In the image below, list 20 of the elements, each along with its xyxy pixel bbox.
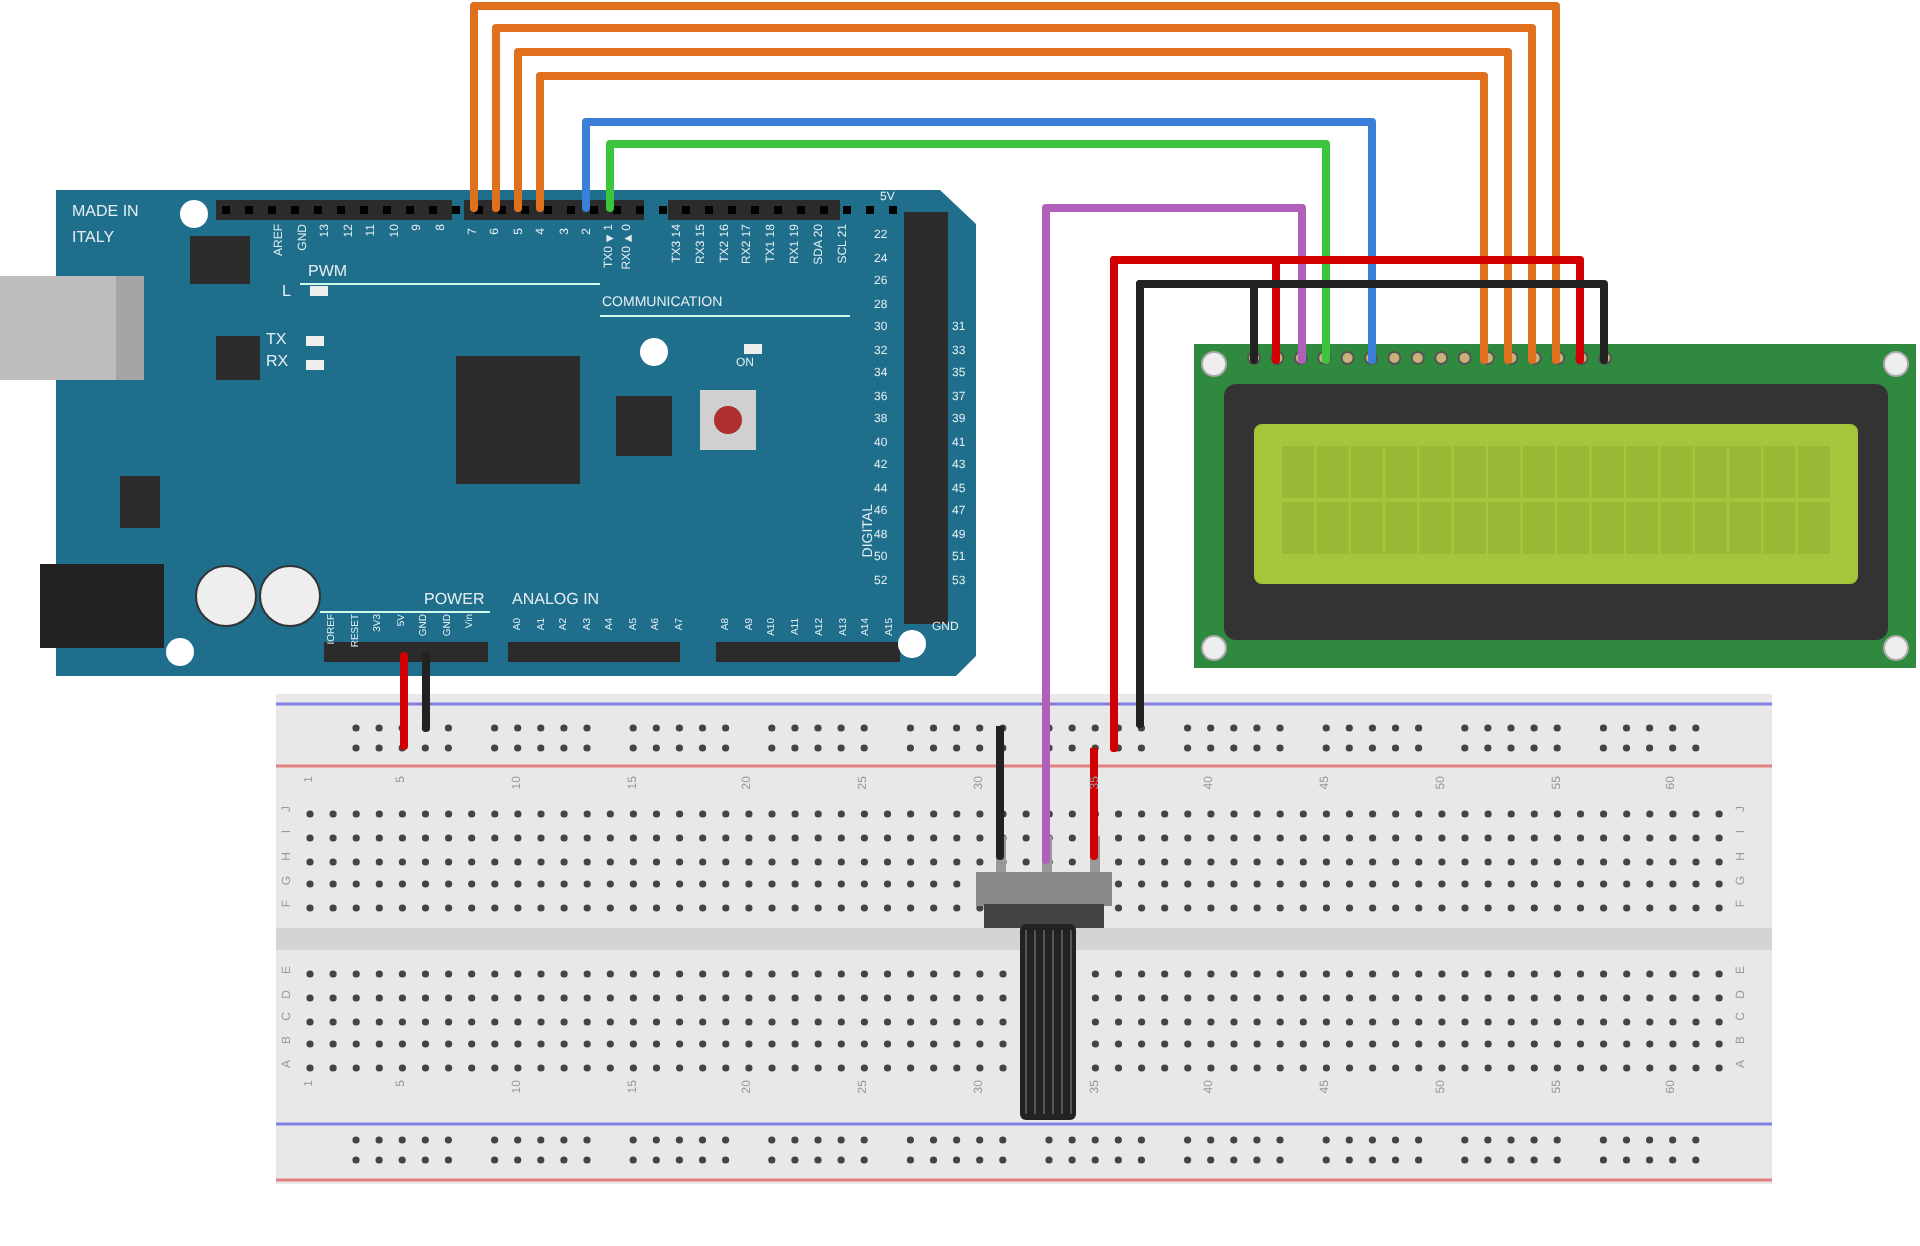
breadboard-drawing (276, 694, 1772, 1184)
wire (1110, 256, 1280, 694)
board-text: POWER (424, 592, 485, 608)
wire (400, 680, 408, 694)
wire (996, 726, 1004, 836)
led-label: L (282, 284, 291, 300)
board-text: MADE IN ITALY (72, 200, 141, 250)
led-label: RX (266, 354, 289, 370)
led-label: TX (266, 332, 287, 348)
board-text: ANALOG IN (512, 592, 600, 608)
wire (422, 680, 430, 694)
wire (1042, 204, 1306, 836)
wire (1136, 280, 1258, 694)
wire (582, 118, 1376, 344)
wire (1090, 748, 1098, 836)
board-text: PWM (308, 264, 348, 280)
wire (606, 140, 1330, 344)
microcontroller-board-drawing (0, 190, 980, 680)
potentiometer-drawing (976, 836, 1114, 1120)
lcd-display-drawing (1194, 344, 1916, 668)
